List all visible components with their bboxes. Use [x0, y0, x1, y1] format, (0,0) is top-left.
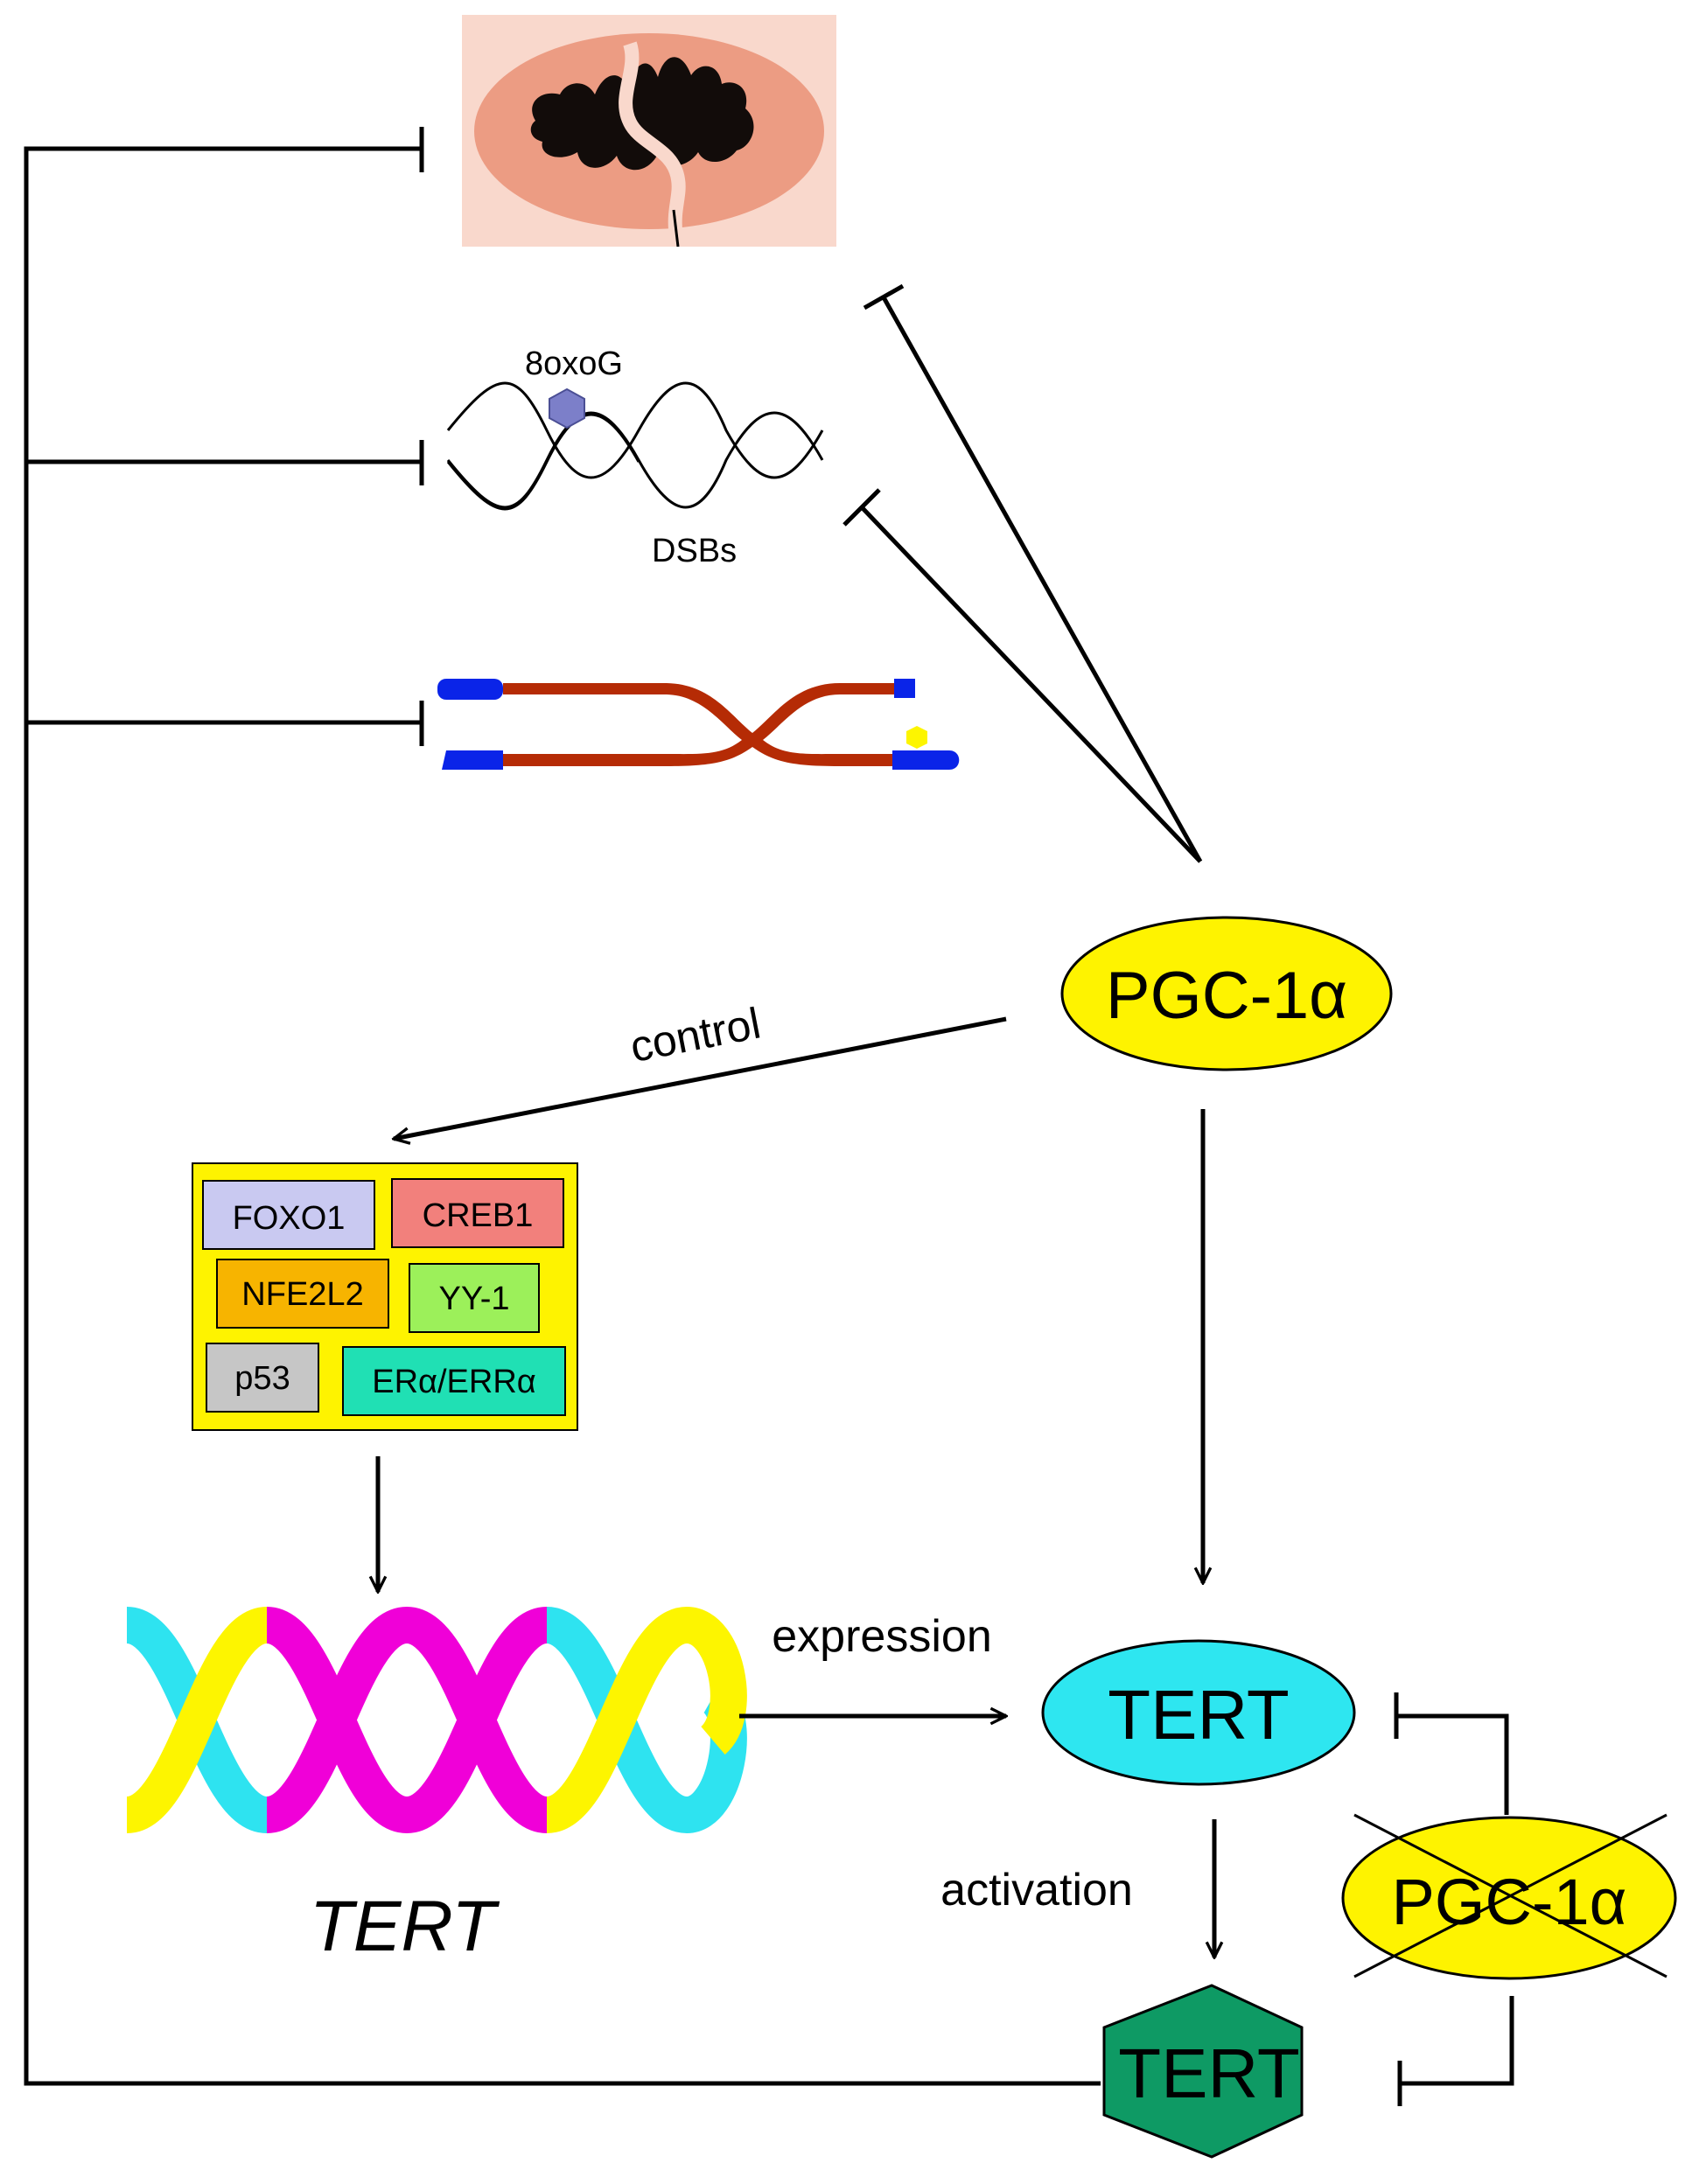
damaged-dna-helix — [446, 381, 824, 511]
label-dsbs: DSBs — [652, 533, 737, 569]
tf-p53 — [206, 1343, 319, 1413]
label-expression: expression — [772, 1611, 991, 1662]
tert-gene-label: TERT — [310, 1887, 500, 1966]
label-activation: activation — [940, 1865, 1133, 1915]
telomere-damage-icon — [906, 726, 927, 749]
label-8oxog: 8oxoG — [525, 345, 623, 382]
pgc-inhibits-damage-lines — [843, 283, 1203, 863]
tf-nfe2l2 — [216, 1259, 389, 1329]
tert-active-label: TERT — [1118, 2034, 1299, 2112]
pgc1a-absent-node: PGC-1α — [1341, 1813, 1677, 1980]
tert-protein-label: TERT — [1108, 1676, 1289, 1754]
tf-yy1 — [409, 1263, 540, 1333]
label-control: control — [626, 999, 765, 1072]
tf-er-err — [342, 1346, 566, 1416]
8oxog-lesion-icon — [549, 387, 585, 429]
tert-gene-helix — [123, 1607, 747, 1833]
tf-nfe2l2-label: NFE2L2 — [241, 1276, 363, 1313]
pgc1a-absent-label: PGC-1α — [1392, 1866, 1627, 1938]
absent-pgc-inhibition-lines — [1394, 1692, 1514, 2106]
tf-yy1-label: YY-1 — [439, 1280, 510, 1317]
control-arrow — [394, 1016, 1007, 1139]
tert-protein-node — [1041, 1639, 1356, 1786]
pgc1a-node — [1060, 916, 1393, 1071]
tf-p53-label: p53 — [234, 1360, 290, 1397]
mitochondrion-image — [462, 15, 836, 248]
tf-creb1-label: CREB1 — [423, 1197, 534, 1234]
transcription-factor-panel: FOXO1 CREB1 NFE2L2 YY-1 p53 ERα/ERRα — [192, 1162, 578, 1431]
tert-active-node — [1102, 1984, 1304, 2159]
chromosome-telomeres-image — [437, 679, 960, 770]
tf-foxo1-label: FOXO1 — [233, 1200, 346, 1237]
tf-foxo1 — [202, 1180, 375, 1250]
pgc1a-label: PGC-1α — [1106, 959, 1347, 1033]
feedback-inhibition-lines — [24, 127, 1101, 2086]
tf-creb1 — [391, 1178, 564, 1248]
tf-er-err-label: ERα/ERRα — [372, 1364, 536, 1400]
